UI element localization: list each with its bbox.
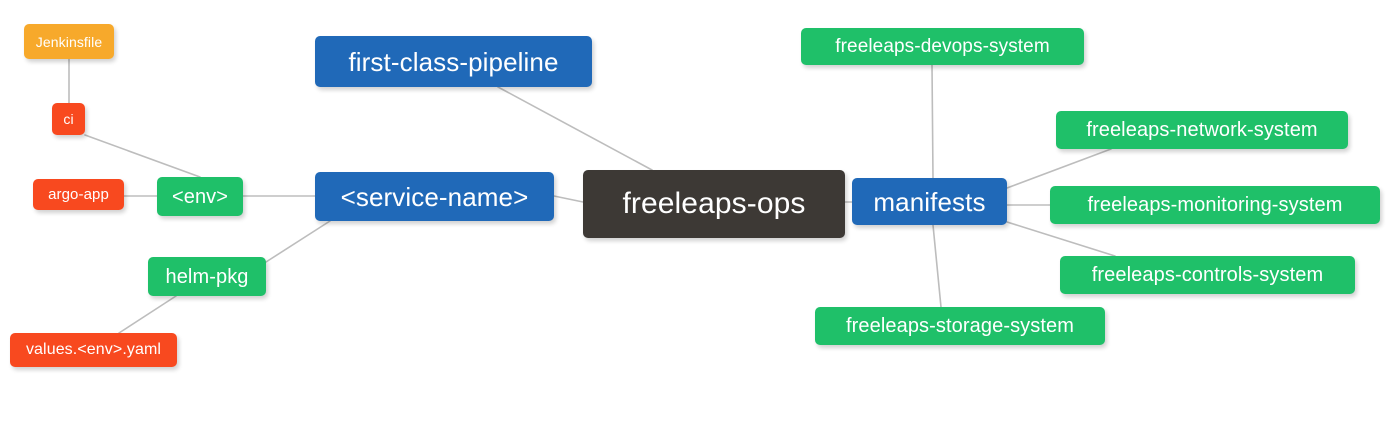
node-label-jenkinsfile: Jenkinsfile bbox=[35, 33, 103, 50]
node-label-argo-app: argo-app bbox=[48, 186, 109, 203]
node-label-first-class-pipeline: first-class-pipeline bbox=[348, 46, 559, 77]
edge-service-name-ops bbox=[553, 195, 584, 203]
edge-manifests-controls bbox=[1006, 221, 1116, 257]
node-label-freeleaps-ops: freeleaps-ops bbox=[622, 187, 806, 220]
edge-helm-pkg-service-name bbox=[265, 220, 331, 263]
node-label-ci: ci bbox=[63, 111, 74, 127]
mindmap-node-helm-pkg[interactable]: helm-pkg bbox=[148, 257, 266, 296]
mindmap-node-env[interactable]: <env> bbox=[157, 177, 243, 216]
edge-values-helm-pkg bbox=[118, 295, 177, 334]
mindmap-node-freeleaps-devops-system[interactable]: freeleaps-devops-system bbox=[801, 28, 1084, 65]
node-label-helm-pkg: helm-pkg bbox=[165, 265, 249, 288]
edge-manifests-storage bbox=[932, 224, 942, 308]
mindmap-node-freeleaps-ops[interactable]: freeleaps-ops bbox=[583, 170, 845, 238]
edge-first-class-pipeline-ops bbox=[497, 86, 653, 171]
node-label-freeleaps-storage-system: freeleaps-storage-system bbox=[845, 315, 1075, 337]
node-label-manifests: manifests bbox=[873, 186, 986, 217]
edge-ci-env bbox=[84, 134, 201, 178]
node-label-freeleaps-devops-system: freeleaps-devops-system bbox=[835, 36, 1050, 57]
mindmap-node-argo-app[interactable]: argo-app bbox=[33, 179, 124, 210]
mindmap-node-manifests[interactable]: manifests bbox=[852, 178, 1007, 225]
node-label-freeleaps-controls-system: freeleaps-controls-system bbox=[1091, 264, 1324, 286]
mindmap-node-freeleaps-storage-system[interactable]: freeleaps-storage-system bbox=[815, 307, 1105, 345]
node-label-values-env-yaml: values.<env>.yaml bbox=[25, 341, 162, 358]
mindmap-node-service-name[interactable]: <service-name> bbox=[315, 172, 554, 221]
edge-manifests-network bbox=[1006, 148, 1112, 189]
mindmap-node-values-env-yaml[interactable]: values.<env>.yaml bbox=[10, 333, 177, 367]
edge-manifests-devops bbox=[931, 64, 934, 179]
mindmap-node-freeleaps-monitoring-system[interactable]: freeleaps-monitoring-system bbox=[1050, 186, 1380, 224]
mindmap-node-first-class-pipeline[interactable]: first-class-pipeline bbox=[315, 36, 592, 87]
node-label-service-name: <service-name> bbox=[340, 181, 529, 212]
node-label-freeleaps-monitoring-system: freeleaps-monitoring-system bbox=[1087, 194, 1343, 216]
mindmap-node-freeleaps-controls-system[interactable]: freeleaps-controls-system bbox=[1060, 256, 1355, 294]
mindmap-node-ci[interactable]: ci bbox=[52, 103, 85, 135]
node-label-freeleaps-network-system: freeleaps-network-system bbox=[1086, 119, 1318, 141]
mindmap-node-jenkinsfile[interactable]: Jenkinsfile bbox=[24, 24, 114, 59]
mindmap-node-freeleaps-network-system[interactable]: freeleaps-network-system bbox=[1056, 111, 1348, 149]
node-label-env: <env> bbox=[171, 185, 229, 208]
